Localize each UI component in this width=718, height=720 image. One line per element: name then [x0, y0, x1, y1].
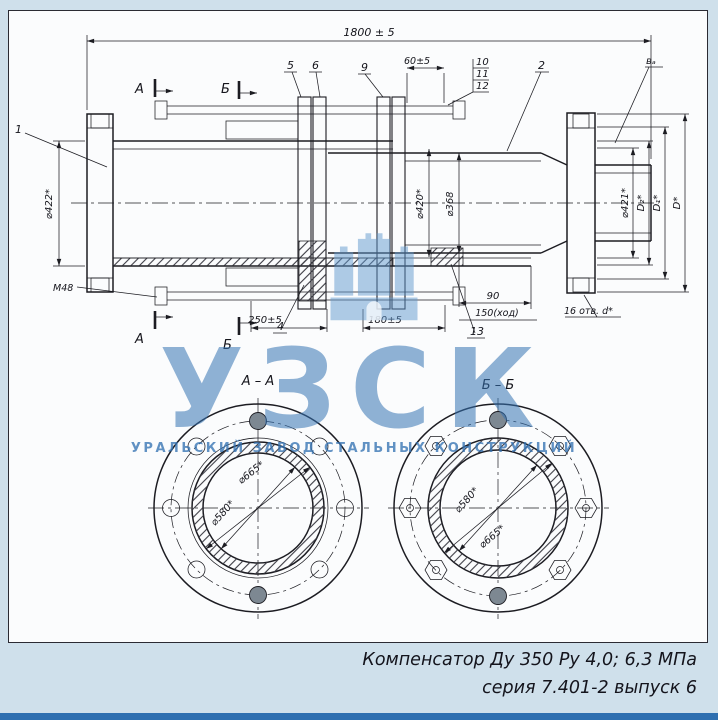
dim-90: 90 [487, 291, 500, 302]
dim-va: вₐ [646, 56, 656, 67]
section-mark-b-bottom: Б [223, 338, 232, 353]
main-assembly-geometry [71, 96, 659, 310]
part-number-9: 9 [361, 61, 368, 74]
dim-250: 250±5 [248, 315, 282, 326]
dim-d580-left: ⌀580* [209, 498, 237, 528]
stud-section-top [249, 412, 267, 430]
section-view-a-a: А – А ⌀665* ⌀580* [148, 374, 369, 619]
part-number-11: 11 [476, 69, 489, 80]
part-number-1: 1 [15, 123, 22, 136]
dim-stroke: 150(ход) [475, 308, 519, 319]
dim-d421: ⌀421* [620, 188, 631, 218]
part-number-6: 6 [312, 59, 319, 72]
section-a-a-title: А – А [241, 374, 275, 389]
part-number-13: 13 [470, 325, 484, 338]
section-b-b-title: Б – Б [482, 378, 515, 393]
part-number-10: 10 [476, 57, 489, 68]
dim-d368: ⌀368 [445, 191, 456, 216]
stud-section-bottom [249, 586, 267, 604]
part-number-12: 12 [476, 81, 489, 92]
stud-section-bottom [489, 587, 507, 605]
dim-D: D* [672, 197, 683, 210]
part-number-4: 4 [277, 320, 284, 333]
section-view-b-b: Б – Б ⌀580* ⌀665* [388, 378, 609, 619]
dim-d665-right: ⌀665* [477, 523, 507, 551]
stud-section-top [489, 411, 507, 429]
dim-m48: М48 [53, 283, 73, 294]
dim-180: 180±5 [368, 315, 402, 326]
hex-nuts [398, 436, 598, 580]
dim-overall-length: 1800 ± 5 [343, 26, 394, 39]
drawing-sheet: 1800 ± 5 60±5 ⌀422* М48 ⌀420* ⌀368 90 15… [8, 10, 708, 643]
main-view-dimension-lines [24, 35, 689, 339]
dim-d665-left: ⌀665* [236, 459, 266, 486]
dim-D1: D₁* [652, 195, 663, 212]
dim-60: 60±5 [404, 56, 430, 67]
dim-d422: ⌀422* [44, 189, 55, 219]
section-mark-b-top: Б [221, 82, 230, 97]
section-mark-a-bottom: А [134, 332, 144, 347]
section-mark-a-top: А [134, 82, 144, 97]
caption-line-1: Компенсатор Ду 350 Ру 4,0; 6,3 МПа [362, 650, 697, 670]
technical-drawing: 1800 ± 5 60±5 ⌀422* М48 ⌀420* ⌀368 90 15… [15, 26, 689, 619]
main-view-labels: 1800 ± 5 60±5 ⌀422* М48 ⌀420* ⌀368 90 15… [15, 26, 683, 353]
dim-D2: D₂* [636, 195, 647, 212]
dim-d420: ⌀420* [415, 189, 426, 219]
dim-holes: 16 отв. d* [564, 306, 613, 317]
footer-strip [0, 713, 718, 720]
part-number-2: 2 [538, 59, 545, 72]
drawing-caption: Компенсатор Ду 350 Ру 4,0; 6,3 МПа серия… [362, 646, 697, 702]
part-number-5: 5 [287, 59, 294, 72]
dim-d580-right: ⌀580* [453, 485, 481, 515]
caption-line-2: серия 7.401-2 выпуск 6 [482, 678, 697, 698]
